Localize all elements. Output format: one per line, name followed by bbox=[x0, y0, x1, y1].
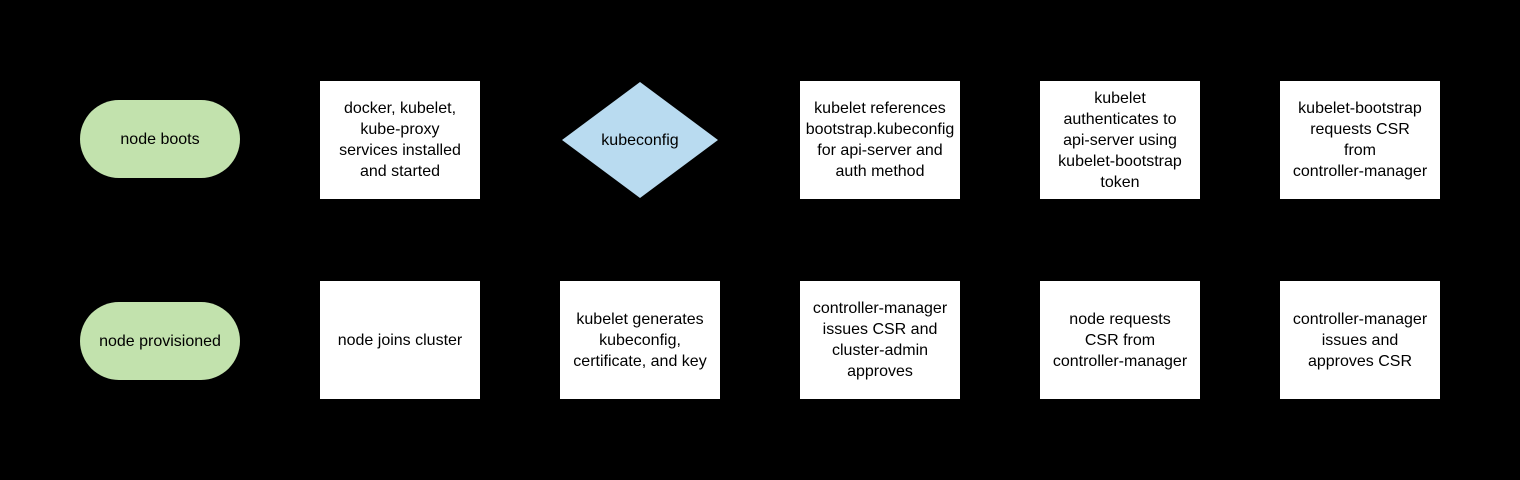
node-joins-cluster-process: node joins cluster bbox=[320, 281, 480, 399]
node-label: node joins cluster bbox=[337, 331, 463, 349]
node-requests-csr-process: node requests CSR from controller-manage… bbox=[1040, 281, 1200, 399]
node-label: kubelet generates kubeconfig, certificat… bbox=[573, 310, 707, 370]
node-label: kubeconfig bbox=[601, 131, 679, 149]
node-boots-terminal: node boots bbox=[80, 100, 240, 178]
kubelet-bootstrap-requests-csr-process: kubelet-bootstrap requests CSR from cont… bbox=[1280, 81, 1440, 199]
node-label: controller-manager issues CSR and cluste… bbox=[812, 300, 948, 380]
node-label: kubelet-bootstrap requests CSR from cont… bbox=[1292, 100, 1428, 180]
node-label: controller-manager issues and approves C… bbox=[1292, 310, 1428, 370]
node-label: node boots bbox=[120, 130, 200, 148]
kubelet-authenticates-process: kubelet authenticates to api-server usin… bbox=[1040, 81, 1200, 199]
controller-manager-issues-csr-process: controller-manager issues CSR and cluste… bbox=[800, 281, 960, 399]
node-label: node provisioned bbox=[99, 332, 221, 350]
kubeconfig-decision-diamond: kubeconfig bbox=[562, 82, 718, 198]
node-label: node requests CSR from controller-manage… bbox=[1052, 310, 1188, 370]
kubelet-generates-kubeconfig-process: kubelet generates kubeconfig, certificat… bbox=[560, 281, 720, 399]
node-label: kubelet authenticates to api-server usin… bbox=[1058, 89, 1182, 191]
services-installed-process: docker, kubelet, kube-proxy services ins… bbox=[320, 81, 480, 199]
node-label: docker, kubelet, kube-proxy services ins… bbox=[339, 100, 461, 180]
kubelet-references-bootstrap-process: kubelet references bootstrap.kubeconfig … bbox=[800, 81, 960, 199]
controller-manager-approves-csr-process: controller-manager issues and approves C… bbox=[1280, 281, 1440, 399]
node-label: kubelet references bootstrap.kubeconfig … bbox=[805, 100, 955, 180]
node-provisioned-terminal: node provisioned bbox=[80, 302, 240, 380]
